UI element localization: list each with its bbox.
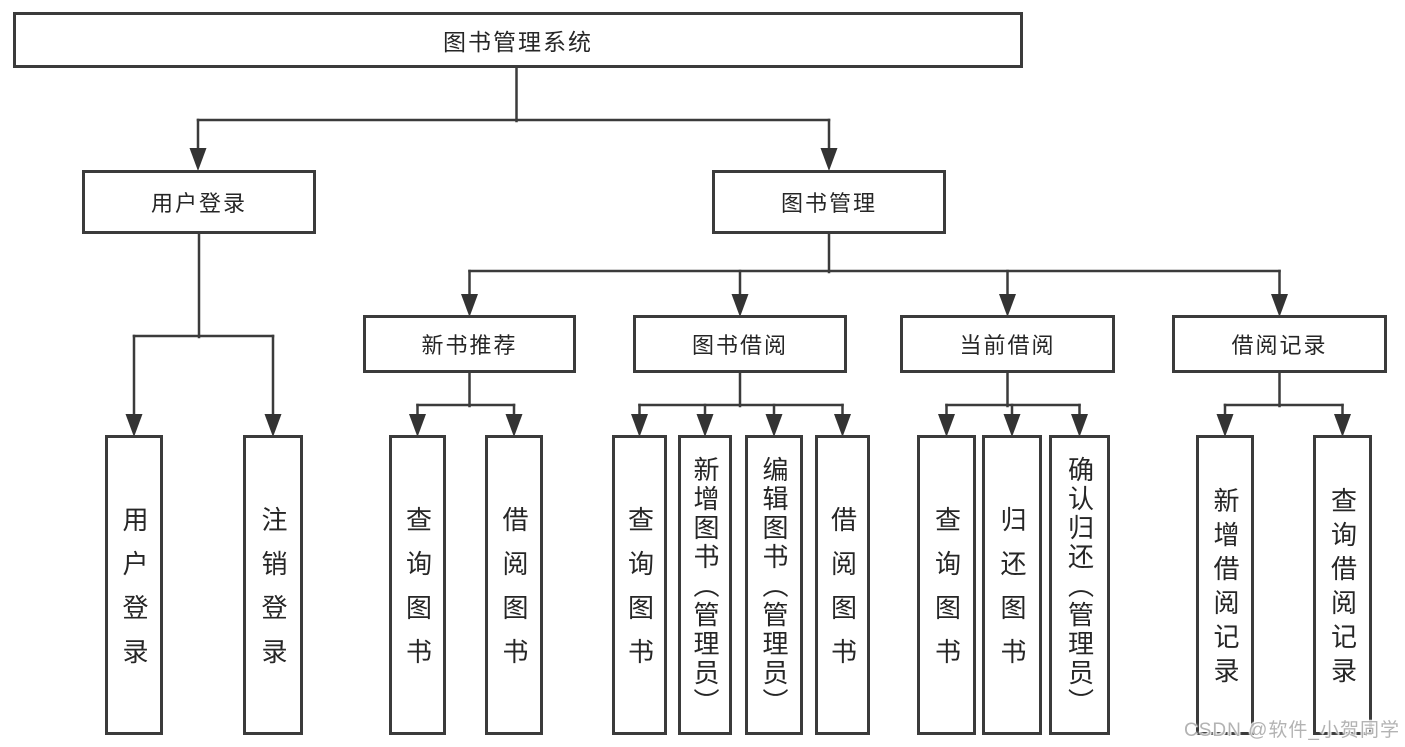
arrowhead-icon <box>461 294 478 317</box>
arrowhead-icon <box>1216 414 1234 437</box>
node-label: 查询图书 <box>402 506 433 682</box>
watermark: CSDN @软件_小贺同学 <box>1184 720 1400 741</box>
leaf-user-login: 用户登录 <box>105 435 163 735</box>
node-label: 借阅图书 <box>499 506 529 682</box>
leaf-query-books-current: 查询图书 <box>917 435 976 735</box>
arrowhead-icon <box>834 414 851 437</box>
node-current-borrowing: 当前借阅 <box>900 315 1115 373</box>
node-label: 借阅图书 <box>827 506 858 682</box>
node-label: 图书管理 <box>780 191 877 216</box>
arrowhead-icon <box>505 414 523 437</box>
node-label: 查询图书 <box>931 506 962 682</box>
leaf-add-book-admin: 新增图书（管理员） <box>678 435 732 735</box>
connector-book-management <box>461 232 1288 317</box>
connector-new-book-recommendation <box>409 371 523 437</box>
connector-current-borrowing <box>938 371 1088 437</box>
node-label: 当前借阅 <box>959 333 1056 358</box>
leaf-query-books-recommend: 查询图书 <box>389 435 446 735</box>
connector-root <box>189 66 838 171</box>
connector-borrowing-records <box>1216 371 1351 437</box>
node-label: 图书借阅 <box>691 333 788 358</box>
arrowhead-icon <box>125 414 143 437</box>
node-label: 归还图书 <box>997 506 1027 682</box>
node-book-borrowing: 图书借阅 <box>633 315 847 373</box>
node-label: 图书管理系统 <box>443 29 593 55</box>
node-label: 确认归还（管理员） <box>1064 456 1095 717</box>
arrowhead-icon <box>999 294 1016 317</box>
node-label: 新增借阅记录 <box>1210 487 1240 691</box>
node-book-management: 图书管理 <box>712 170 946 234</box>
node-label: 新书推荐 <box>421 333 518 358</box>
node-new-book-recommendation: 新书推荐 <box>363 315 576 373</box>
node-label: 查询借阅记录 <box>1327 487 1358 691</box>
node-borrowing-records: 借阅记录 <box>1172 315 1387 373</box>
arrowhead-icon <box>938 414 955 437</box>
leaf-query-books-borrowing: 查询图书 <box>612 435 667 735</box>
node-label: 用户登录 <box>150 191 247 216</box>
arrowhead-icon <box>765 414 783 437</box>
arrowhead-icon <box>1071 414 1088 437</box>
arrowhead-icon <box>731 294 749 317</box>
leaf-borrow-books-borrowing: 借阅图书 <box>815 435 870 735</box>
leaf-confirm-return-admin: 确认归还（管理员） <box>1049 435 1110 735</box>
node-label: 新增图书（管理员） <box>690 456 720 717</box>
leaf-return-books: 归还图书 <box>982 435 1042 735</box>
node-label: 编辑图书（管理员） <box>759 456 789 717</box>
node-user-login: 用户登录 <box>82 170 316 234</box>
arrowhead-icon <box>631 414 648 437</box>
node-label: 查询图书 <box>624 506 655 682</box>
node-library-management-system: 图书管理系统 <box>13 12 1023 68</box>
arrowhead-icon <box>1271 294 1288 317</box>
connector-user-login <box>125 232 282 437</box>
arrowhead-icon <box>264 414 282 437</box>
leaf-add-borrow-record: 新增借阅记录 <box>1196 435 1254 735</box>
arrowhead-icon <box>696 414 714 437</box>
connector-book-borrowing <box>631 371 851 437</box>
arrowhead-icon <box>409 414 426 437</box>
leaf-borrow-books-recommend: 借阅图书 <box>485 435 543 735</box>
node-label: 借阅记录 <box>1231 333 1328 358</box>
node-label: 注销登录 <box>258 506 288 682</box>
leaf-edit-book-admin: 编辑图书（管理员） <box>745 435 803 735</box>
arrowhead-icon <box>820 148 838 171</box>
arrowhead-icon <box>1003 414 1021 437</box>
leaf-query-borrow-record: 查询借阅记录 <box>1313 435 1372 735</box>
arrowhead-icon <box>1334 414 1351 437</box>
arrowhead-icon <box>189 148 207 171</box>
leaf-logout: 注销登录 <box>243 435 303 735</box>
node-label: 用户登录 <box>119 506 149 682</box>
